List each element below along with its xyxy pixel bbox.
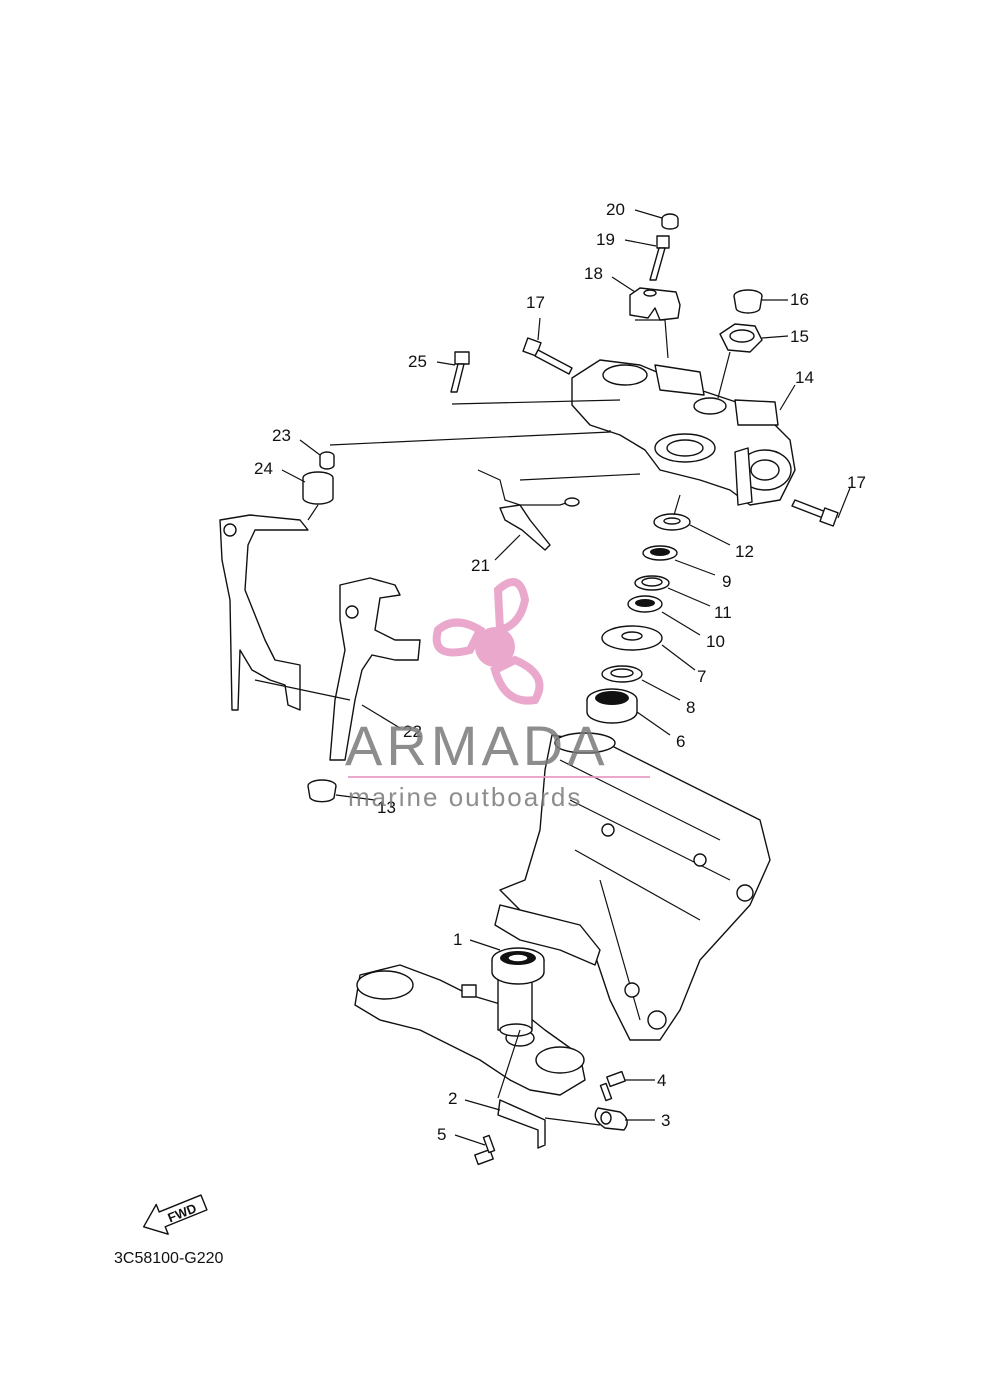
part-22-stay: [219, 514, 421, 761]
callout-5: 5: [437, 1125, 446, 1144]
part-11-washer: [634, 575, 670, 591]
callout-25: 25: [408, 352, 427, 371]
watermark-tagline: marine outboards: [348, 782, 582, 812]
part-18-handlebar-holder: [629, 287, 681, 321]
part-10-ring-nut: [627, 595, 663, 613]
callout-17-top: 17: [526, 293, 545, 312]
fwd-label: FWD: [166, 1200, 199, 1225]
callout-17-right: 17: [847, 473, 866, 492]
part-3-clamp: [594, 1107, 628, 1131]
part-12-lock-washer: [653, 513, 691, 531]
callout-4: 4: [657, 1071, 666, 1090]
fwd-arrow: FWD: [142, 1194, 208, 1235]
under-bracket: [354, 964, 586, 1096]
callout-7: 7: [697, 667, 706, 686]
callout-24: 24: [254, 459, 273, 478]
part-24-damper: [302, 471, 334, 505]
callout-20: 20: [606, 200, 625, 219]
part-15-nut: [719, 323, 763, 353]
callout-9: 9: [722, 572, 731, 591]
callout-12: 12: [735, 542, 754, 561]
callout-14: 14: [795, 368, 814, 387]
watermark-brand: ARMADA: [345, 714, 609, 777]
callout-10: 10: [706, 632, 725, 651]
part-16-cap: [733, 289, 763, 314]
callout-22: 22: [403, 722, 422, 741]
part-2-hose-guide: [497, 1099, 546, 1149]
part-14-upper-bracket: [571, 359, 796, 506]
part-9-ring-nut: [642, 545, 678, 561]
part-20-cap: [661, 213, 679, 230]
part-8-washer: [601, 665, 643, 683]
propeller-logo-icon: [432, 578, 544, 705]
callout-23: 23: [272, 426, 291, 445]
callout-16: 16: [790, 290, 809, 309]
drawing-code: 3C58100-G220: [114, 1250, 224, 1267]
watermark: ARMADA marine outboards: [345, 578, 650, 812]
part-7-dust-seal: [601, 625, 663, 651]
callout-8: 8: [686, 698, 695, 717]
leader-lines: [281, 209, 851, 1146]
part-23-collar: [319, 451, 335, 470]
part-17-bolt-right: [791, 499, 839, 527]
part-25-bolt: [450, 351, 470, 393]
part-13-nut: [307, 779, 337, 803]
callout-18: 18: [584, 264, 603, 283]
callout-15: 15: [790, 327, 809, 346]
callout-21: 21: [471, 556, 490, 575]
part-1-bearing: [491, 947, 545, 985]
part-21-cable-guide: [477, 469, 580, 551]
frame-head-pipe: [494, 732, 771, 1041]
callout-6: 6: [676, 732, 685, 751]
callout-3: 3: [661, 1111, 670, 1130]
part-5-bolt: [474, 1134, 496, 1166]
callout-11: 11: [714, 603, 732, 622]
part-4-bolt: [599, 1070, 626, 1102]
callout-2: 2: [448, 1089, 457, 1108]
callout-labels: 1 2 3 4 5 6 7 8 9 10 11 12 13 14 15 16 1…: [254, 200, 866, 1144]
part-17-bolt-left: [522, 337, 573, 375]
callout-1: 1: [453, 930, 462, 949]
callout-13: 13: [377, 798, 396, 817]
part-6-bearing: [586, 688, 638, 724]
callout-19: 19: [596, 230, 615, 249]
part-19-bolt: [649, 235, 670, 281]
